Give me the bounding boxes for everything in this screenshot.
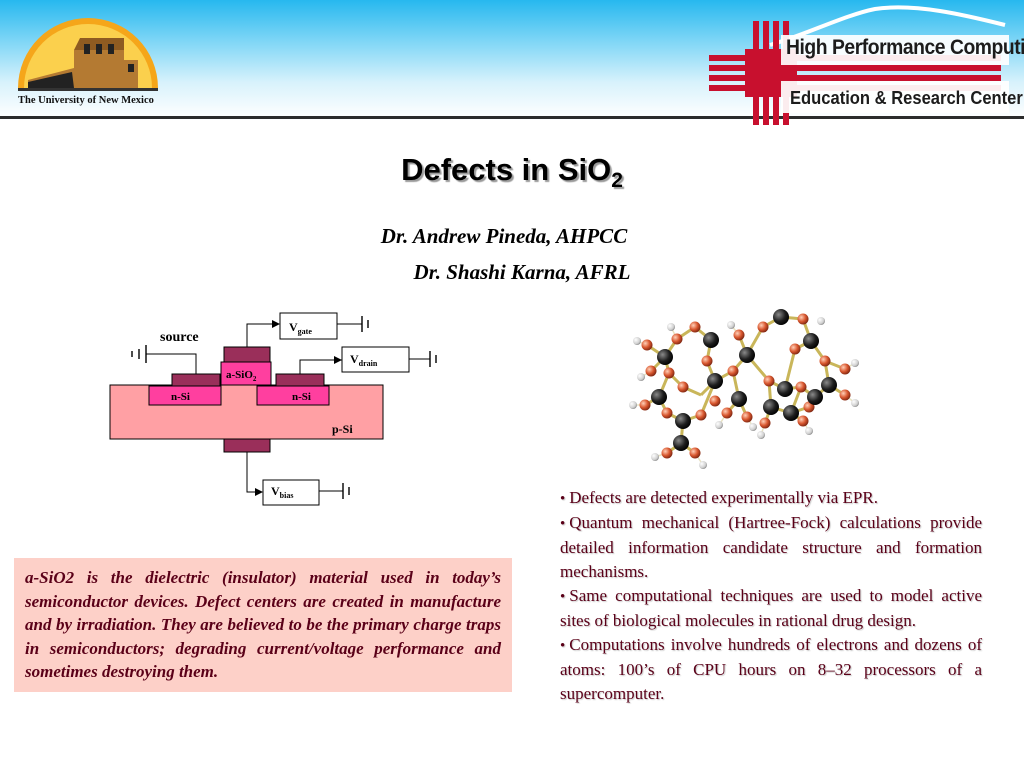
vbias-box xyxy=(262,479,320,506)
vbias-label: Vbias xyxy=(271,484,293,500)
hpc-center-line1: High Performance Computing xyxy=(786,36,1024,59)
drain-wire xyxy=(299,359,342,374)
oxide-label: a-SiO2 xyxy=(226,369,257,383)
mosfet-diagram: source Vgate Vdrain Vbias a-SiO2 n-Si n-… xyxy=(109,312,437,506)
bullet-item: Computations involve hundreds of electro… xyxy=(560,633,982,706)
author-2: Dr. Shashi Karna, AFRL xyxy=(413,260,631,284)
author-1: Dr. Andrew Pineda, AHPCC xyxy=(380,224,628,248)
vgate-label: Vgate xyxy=(289,320,312,336)
vgate-box xyxy=(279,312,338,340)
bullet-item: Quantum mechanical (Hartree-Fock) calcul… xyxy=(560,511,982,584)
source-wire xyxy=(146,353,197,374)
slide-title: Defects in SiO2 xyxy=(401,152,623,193)
header-divider xyxy=(0,116,1024,119)
psi-label: p-Si xyxy=(332,422,353,436)
drain-contact xyxy=(275,373,325,387)
hpc-center-logo xyxy=(709,5,1009,125)
nsi-left-label: n-Si xyxy=(171,391,190,403)
bias-contact xyxy=(223,438,271,453)
gate-contact xyxy=(223,346,271,363)
university-name: The University of New Mexico xyxy=(18,95,154,106)
source-label: source xyxy=(160,330,199,345)
bias-wire xyxy=(246,452,255,493)
bullet-list: Defects are detected experimentally via … xyxy=(560,486,982,706)
vdrain-label: Vdrain xyxy=(350,352,378,368)
hpc-center-line2: Education & Research Center xyxy=(790,88,1023,108)
gate-wire xyxy=(246,323,272,347)
info-box: a-SiO2 is the dielectric (insulator) mat… xyxy=(14,558,512,692)
molecular-cluster-image xyxy=(629,309,859,469)
nsi-right-region xyxy=(256,385,330,406)
nsi-left-region xyxy=(148,385,222,406)
source-contact xyxy=(171,373,221,387)
bullet-item: Defects are detected experimentally via … xyxy=(560,486,982,511)
bullet-item: Same computational techniques are used t… xyxy=(560,584,982,633)
unm-logo xyxy=(18,18,158,91)
nsi-right-label: n-Si xyxy=(292,391,311,403)
